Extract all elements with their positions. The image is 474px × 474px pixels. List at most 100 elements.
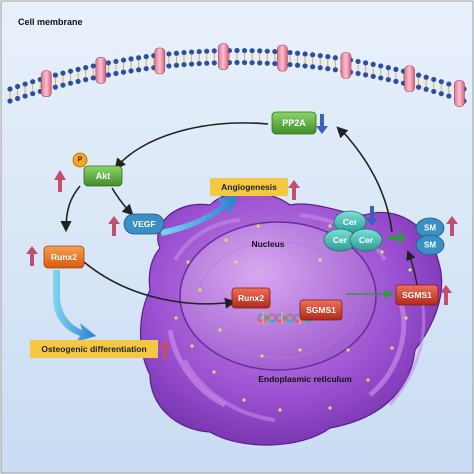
sgms1-gene-label: SGMS1	[306, 305, 336, 315]
ribosome-dot	[390, 346, 394, 350]
lipid-head	[272, 48, 278, 55]
lipid-head	[257, 48, 263, 54]
membrane-channel	[154, 47, 166, 75]
lipid-head	[105, 72, 111, 78]
lipid-head	[166, 63, 172, 69]
lipid-head	[325, 54, 331, 60]
lipid-head	[249, 60, 255, 66]
osteogenic-up-arrow	[159, 340, 171, 360]
lipid-head	[90, 63, 96, 69]
sm-top-label: SM	[424, 224, 436, 233]
cer-to-sm-green-arrow	[388, 232, 406, 244]
akt-to-vegf-arrow	[111, 187, 134, 216]
lipid-head	[60, 82, 66, 88]
lipid-head	[257, 60, 263, 66]
akt-up-arrow	[54, 170, 66, 192]
lipid-head	[181, 61, 187, 68]
lipid-head	[22, 81, 28, 87]
ribosome-dot	[186, 260, 190, 264]
membrane-channel	[404, 65, 415, 93]
runx2-to-osteogenic-arrow	[53, 270, 96, 342]
lipid-head	[113, 70, 119, 77]
lipid-head	[355, 70, 361, 77]
lipid-head	[120, 57, 127, 63]
ribosome-dot	[260, 354, 264, 358]
pp2a-node: PP2A	[271, 111, 317, 135]
akt-node: Akt	[83, 165, 123, 187]
vegf-up-arrow	[108, 216, 120, 236]
runx2-nuc-label: Runx2	[238, 293, 264, 303]
runx2-nuc-node: Runx2	[231, 287, 271, 309]
cer-to-pp2a-arrow	[336, 126, 393, 233]
lipid-head	[30, 91, 36, 97]
ribosome-dot	[256, 224, 260, 228]
lipid-head	[30, 79, 36, 85]
lipid-head	[128, 56, 134, 62]
lipid-head	[173, 62, 180, 68]
ribosome-dot	[328, 224, 332, 228]
membrane-channel	[41, 70, 52, 97]
sgms1-gene-node: SGMS1	[299, 299, 343, 321]
lipid-head	[249, 48, 255, 54]
lipid-head	[378, 75, 384, 81]
vegf-to-angiogenesis-arrow	[160, 196, 238, 236]
angiogenesis-up-arrow	[288, 180, 300, 200]
lipid-head	[370, 61, 376, 67]
pp2a-label: PP2A	[282, 118, 306, 128]
sm-bottom-label: SM	[424, 241, 436, 250]
lipid-head	[143, 54, 149, 60]
sm-up-arrow	[446, 216, 458, 236]
lipid-head	[423, 86, 429, 92]
lipid-head	[241, 47, 248, 54]
sgms1-er-label: SGMS1	[402, 290, 432, 300]
angiogenesis-box: Angiogenesis	[210, 178, 288, 196]
osteogenic-label: Osteogenic differentiation	[41, 344, 146, 354]
ceramide-cluster: Cer Cer Cer	[323, 210, 383, 252]
lipid-head	[7, 86, 13, 92]
akt-to-runx2-arrow	[60, 185, 81, 233]
lipid-head	[294, 62, 301, 68]
lipid-head	[446, 93, 452, 99]
cer-top-label: Cer	[343, 217, 358, 227]
lipid-head	[393, 78, 399, 84]
pp2a-to-akt-arrow	[114, 122, 269, 170]
lipid-head	[14, 95, 21, 102]
cer-down-arrow	[366, 206, 378, 226]
lipid-head	[181, 49, 187, 56]
lipid-head	[438, 79, 444, 85]
lipid-head	[7, 98, 13, 104]
lipid-head	[416, 84, 422, 90]
cell-membrane	[7, 43, 467, 107]
runx2-up-arrow	[26, 246, 38, 266]
ribosome-dot	[278, 408, 282, 412]
pp2a-down-arrow	[316, 114, 328, 134]
lipid-head	[234, 47, 240, 54]
membrane-channel	[454, 80, 465, 107]
ribosome-dot	[218, 328, 222, 332]
lipid-head	[234, 59, 240, 66]
lipid-head	[22, 93, 28, 99]
sm-bottom-node: SM	[415, 234, 445, 256]
lipid-head	[204, 60, 210, 66]
ribosome-dot	[190, 344, 194, 348]
lipid-head	[385, 77, 391, 83]
runx2-to-nucleus-arrow	[83, 261, 237, 309]
lipid-head	[136, 67, 142, 73]
lipid-head	[302, 63, 308, 69]
ribosome-dot	[366, 378, 370, 382]
lipid-head	[67, 80, 74, 86]
lipid-head	[355, 58, 361, 65]
ribosome-dot	[298, 348, 302, 352]
ribosome-dot	[212, 370, 216, 374]
lipid-head	[423, 74, 429, 80]
cer-right-node: Cer	[349, 228, 383, 252]
lipid-head	[363, 60, 369, 66]
lipid-head	[143, 66, 149, 72]
lipid-head	[446, 81, 452, 87]
lipid-head	[211, 48, 217, 54]
lipid-head	[14, 83, 21, 90]
lipid-head	[310, 64, 316, 70]
lipid-head	[363, 72, 369, 78]
ribosome-dot	[224, 238, 228, 242]
